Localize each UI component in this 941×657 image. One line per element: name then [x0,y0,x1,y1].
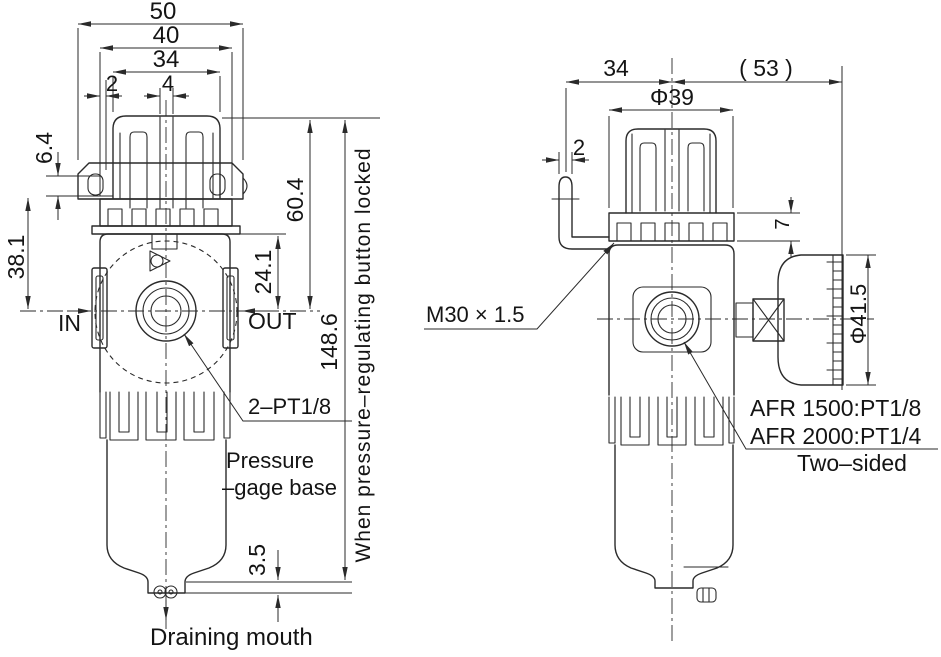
port-spec-afr2000-label: AFR 2000:PT1/4 [750,423,922,449]
ring-teeth [107,208,219,227]
side-ring-teeth [616,222,728,242]
outlet-label: OUT [248,308,297,334]
side-port-middle-circle [650,297,694,341]
dim-text-7: 7 [772,218,794,229]
outlet-boss [222,267,239,349]
height-note-label: When pressure–regulating button locked [352,147,375,562]
gauge-base-label-line2: –gage base [222,475,337,500]
dim-text-4: 4 [162,71,174,96]
thread-spec-leader [424,242,615,330]
port-spec-label: 2–PT1/8 [248,394,331,419]
port-spec-leader-side [683,341,938,450]
side-extension-lines [558,66,876,390]
port-outer-circle [135,280,197,342]
port-middle-circle [142,287,190,335]
lock-tab-left [87,173,104,196]
drain-knob-left [153,585,167,599]
gauge-base-label-line1: Pressure [226,448,314,473]
inlet-label: IN [58,310,81,336]
dim-text-40: 40 [153,22,180,49]
side-regulator-body [608,244,735,396]
dim-text-phi41-5: Φ41.5 [846,284,871,344]
inlet-boss [91,267,108,349]
side-view: 34 ( 53 ) Φ39 2 7 Φ41.5 M30 × 1.5 AFR 15… [424,55,938,645]
drain-label: Draining mouth [150,624,313,651]
dim-text-60-4: 60.4 [282,177,308,222]
side-filter-bowl [614,444,734,589]
gauge-stem [735,302,754,338]
inlet-boss-inner [95,275,104,341]
gauge-scale-ticks [826,261,844,380]
regulator-body [99,233,231,393]
outlet-boss-inner [226,275,235,341]
thread-spec-label: M30 × 1.5 [426,302,524,327]
side-port-outer-circle [644,291,700,347]
dim-text-34: 34 [153,46,180,73]
side-bowl-ribs [608,396,735,446]
side-knob-inner-walls [631,133,711,214]
drain-knob-right [164,585,178,599]
drain-knob-dot-right [168,589,174,595]
dim-text-38-1: 38.1 [3,235,29,280]
top-stem [151,233,178,250]
bowl-ribs [99,391,231,441]
knob-inner-walls [119,132,214,199]
side-knob-slots [639,129,705,212]
side-castellated-ring [608,212,735,242]
side-regulating-knob [625,128,717,214]
pressure-gauge-side [777,254,844,386]
dim-text-side-2: 2 [573,135,585,160]
drain-knob-dot-left [157,589,163,595]
flow-triangle-mark [149,250,171,272]
front-extension-lines [46,28,380,594]
front-view: 50 40 34 2 4 6.4 38.1 24.1 60.4 148.6 3.… [3,0,380,651]
dim-text-6-4: 6.4 [31,132,57,164]
flow-mark-circle [150,254,164,268]
gauge-valve-cross [752,298,785,342]
side-port-inner-circle [657,304,687,334]
filter-bowl [106,439,227,594]
dim-text-phi39: Φ39 [650,84,694,110]
port-spec-leader [183,333,352,422]
dim-text-24-1: 24.1 [250,250,276,295]
port-inner-circle [150,295,182,327]
gauge-base-circle [94,240,238,384]
lock-plate [77,162,244,200]
dim-text-3-5: 3.5 [244,544,270,576]
side-port-plate [632,286,712,353]
two-sided-label: Two–sided [797,450,907,476]
dim-text-50: 50 [150,0,177,25]
dim-text-148-6: 148.6 [316,313,342,371]
mounting-bracket [558,176,610,250]
lock-tab-right-bump [242,177,248,195]
dim-text-53: ( 53 ) [739,55,793,81]
gauge-valve-square [752,298,785,342]
dim-text-2: 2 [106,71,118,96]
port-spec-afr1500-label: AFR 1500:PT1/8 [750,395,921,421]
lock-tab-right [209,173,226,196]
side-drain-fitting [696,587,717,603]
regulating-knob [112,115,221,199]
dim-text-side-34: 34 [603,55,629,81]
side-drain-ticks [702,587,710,603]
